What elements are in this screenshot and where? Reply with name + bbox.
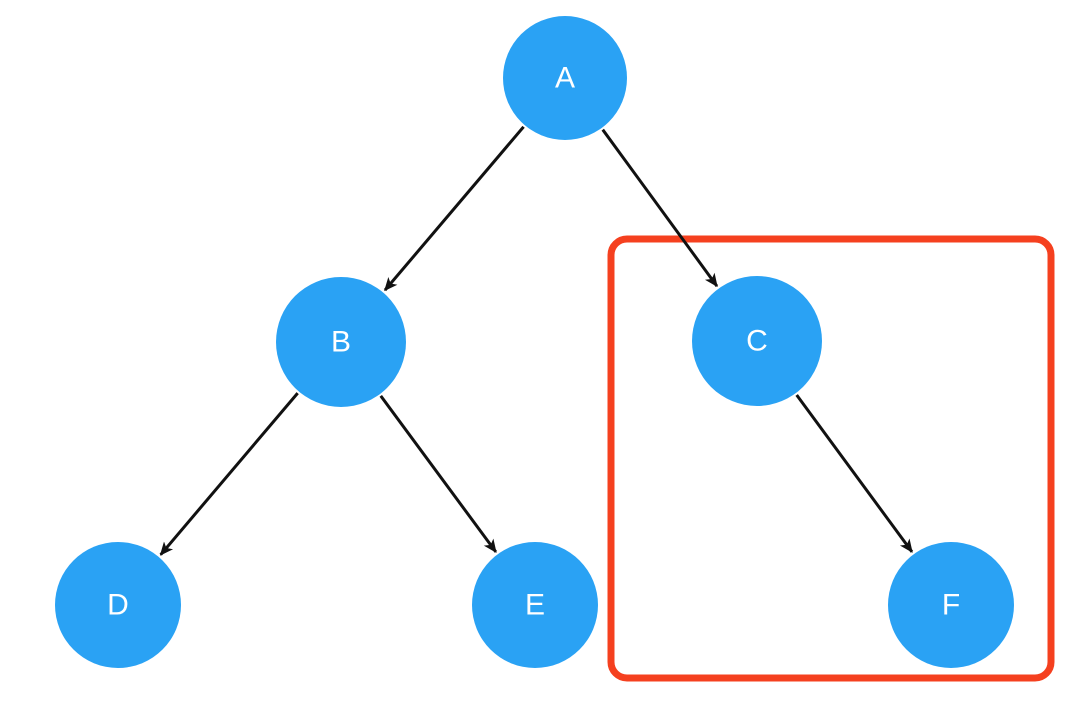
node-label-D: D xyxy=(107,589,129,622)
tree-node-D: D xyxy=(55,542,181,668)
highlight-box xyxy=(607,235,1055,682)
node-label-A: A xyxy=(555,62,575,95)
edge-B-D xyxy=(159,392,299,556)
edge-B-E xyxy=(379,395,498,553)
node-label-B: B xyxy=(331,326,351,359)
tree-node-F: F xyxy=(888,542,1014,668)
node-label-E: E xyxy=(525,589,545,622)
edge-A-C xyxy=(601,128,719,288)
edge-A-B xyxy=(383,125,525,292)
node-circle-C xyxy=(692,276,822,406)
node-circle-A xyxy=(503,16,627,140)
node-circle-F xyxy=(888,542,1014,668)
tree-node-A: A xyxy=(503,16,627,140)
node-circle-B xyxy=(276,277,406,407)
edge-C-F xyxy=(795,394,914,553)
tree-node-E: E xyxy=(472,542,598,668)
node-label-F: F xyxy=(942,589,960,622)
node-circle-E xyxy=(472,542,598,668)
tree-node-B: B xyxy=(276,277,406,407)
node-circle-D xyxy=(55,542,181,668)
tree-node-C: C xyxy=(692,276,822,406)
node-label-C: C xyxy=(746,325,768,358)
